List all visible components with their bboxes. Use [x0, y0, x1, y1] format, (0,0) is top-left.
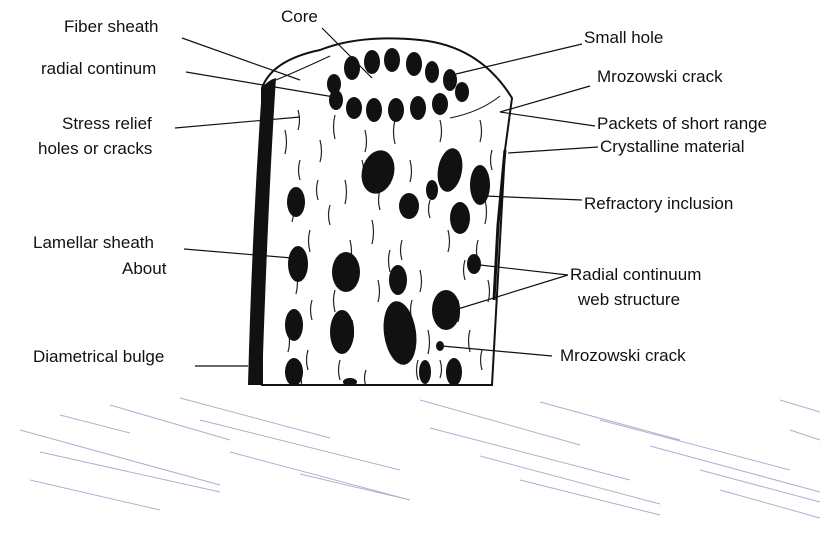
label-packets-line1: Packets of short range [597, 114, 767, 134]
label-mrozowski-crack-bottom: Mrozowski crack [560, 346, 686, 366]
label-small-hole: Small hole [584, 28, 663, 48]
label-radial-continum: radial continum [41, 59, 156, 79]
label-core: Core [281, 7, 318, 27]
label-radial-continuum-line1: Radial continuum [570, 265, 701, 285]
label-diametrical-bulge: Diametrical bulge [33, 347, 164, 367]
label-lamellar-sheath-line1: Lamellar sheath [33, 233, 154, 253]
label-packets-line2: Crystalline material [600, 137, 745, 157]
label-radial-continuum-line2: web structure [578, 290, 680, 310]
label-lamellar-sheath-line2: About [122, 259, 166, 279]
scan-artifacts [20, 398, 820, 518]
label-mrozowski-crack-top: Mrozowski crack [597, 67, 723, 87]
label-refractory-inclusion: Refractory inclusion [584, 194, 733, 214]
label-stress-relief-line2: holes or cracks [38, 139, 152, 159]
label-fiber-sheath: Fiber sheath [64, 17, 159, 37]
label-stress-relief-line1: Stress relief [62, 114, 152, 134]
